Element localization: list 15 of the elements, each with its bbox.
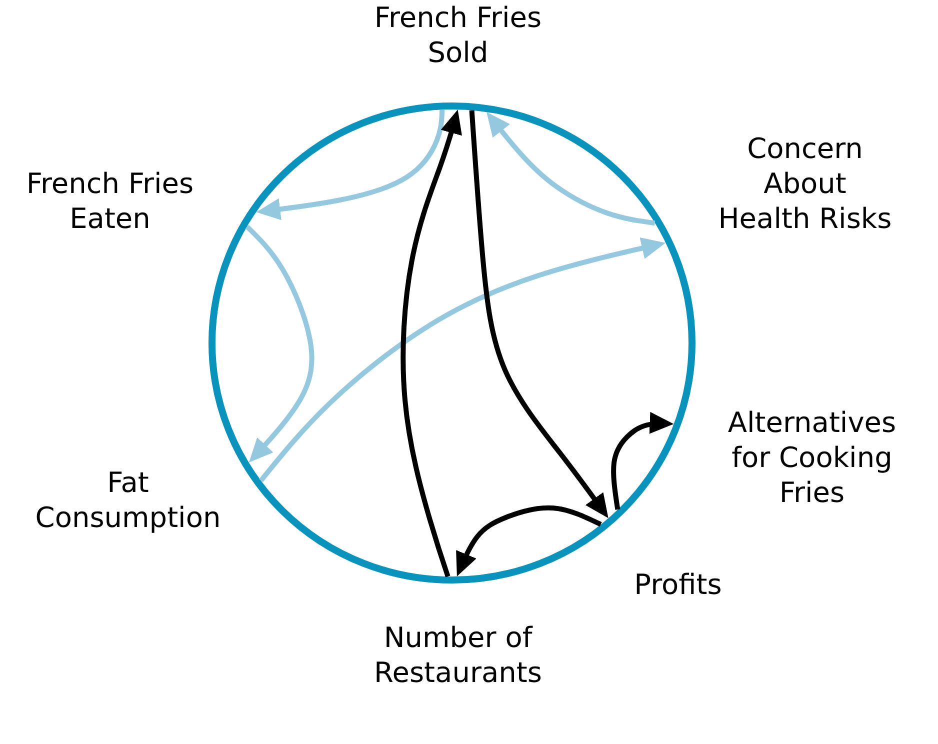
arrow [245, 224, 314, 464]
concept-label: Alternatives for Cooking Fries [726, 405, 898, 510]
arrow [611, 412, 674, 510]
arrow [454, 505, 602, 578]
arrow [400, 108, 462, 578]
concept-label: Profits [633, 566, 723, 602]
concept-label: Concern About Health Risks [717, 131, 893, 236]
concept-label: French Fries Sold [373, 0, 543, 70]
concept-label: French Fries Eaten [25, 166, 195, 236]
arrow [256, 110, 445, 220]
concept-label: Number of Restaurants [373, 620, 543, 690]
arrow [484, 110, 656, 226]
arrow [469, 110, 610, 520]
arrow [259, 237, 666, 482]
concept-label: Fat Consumption [34, 464, 222, 535]
